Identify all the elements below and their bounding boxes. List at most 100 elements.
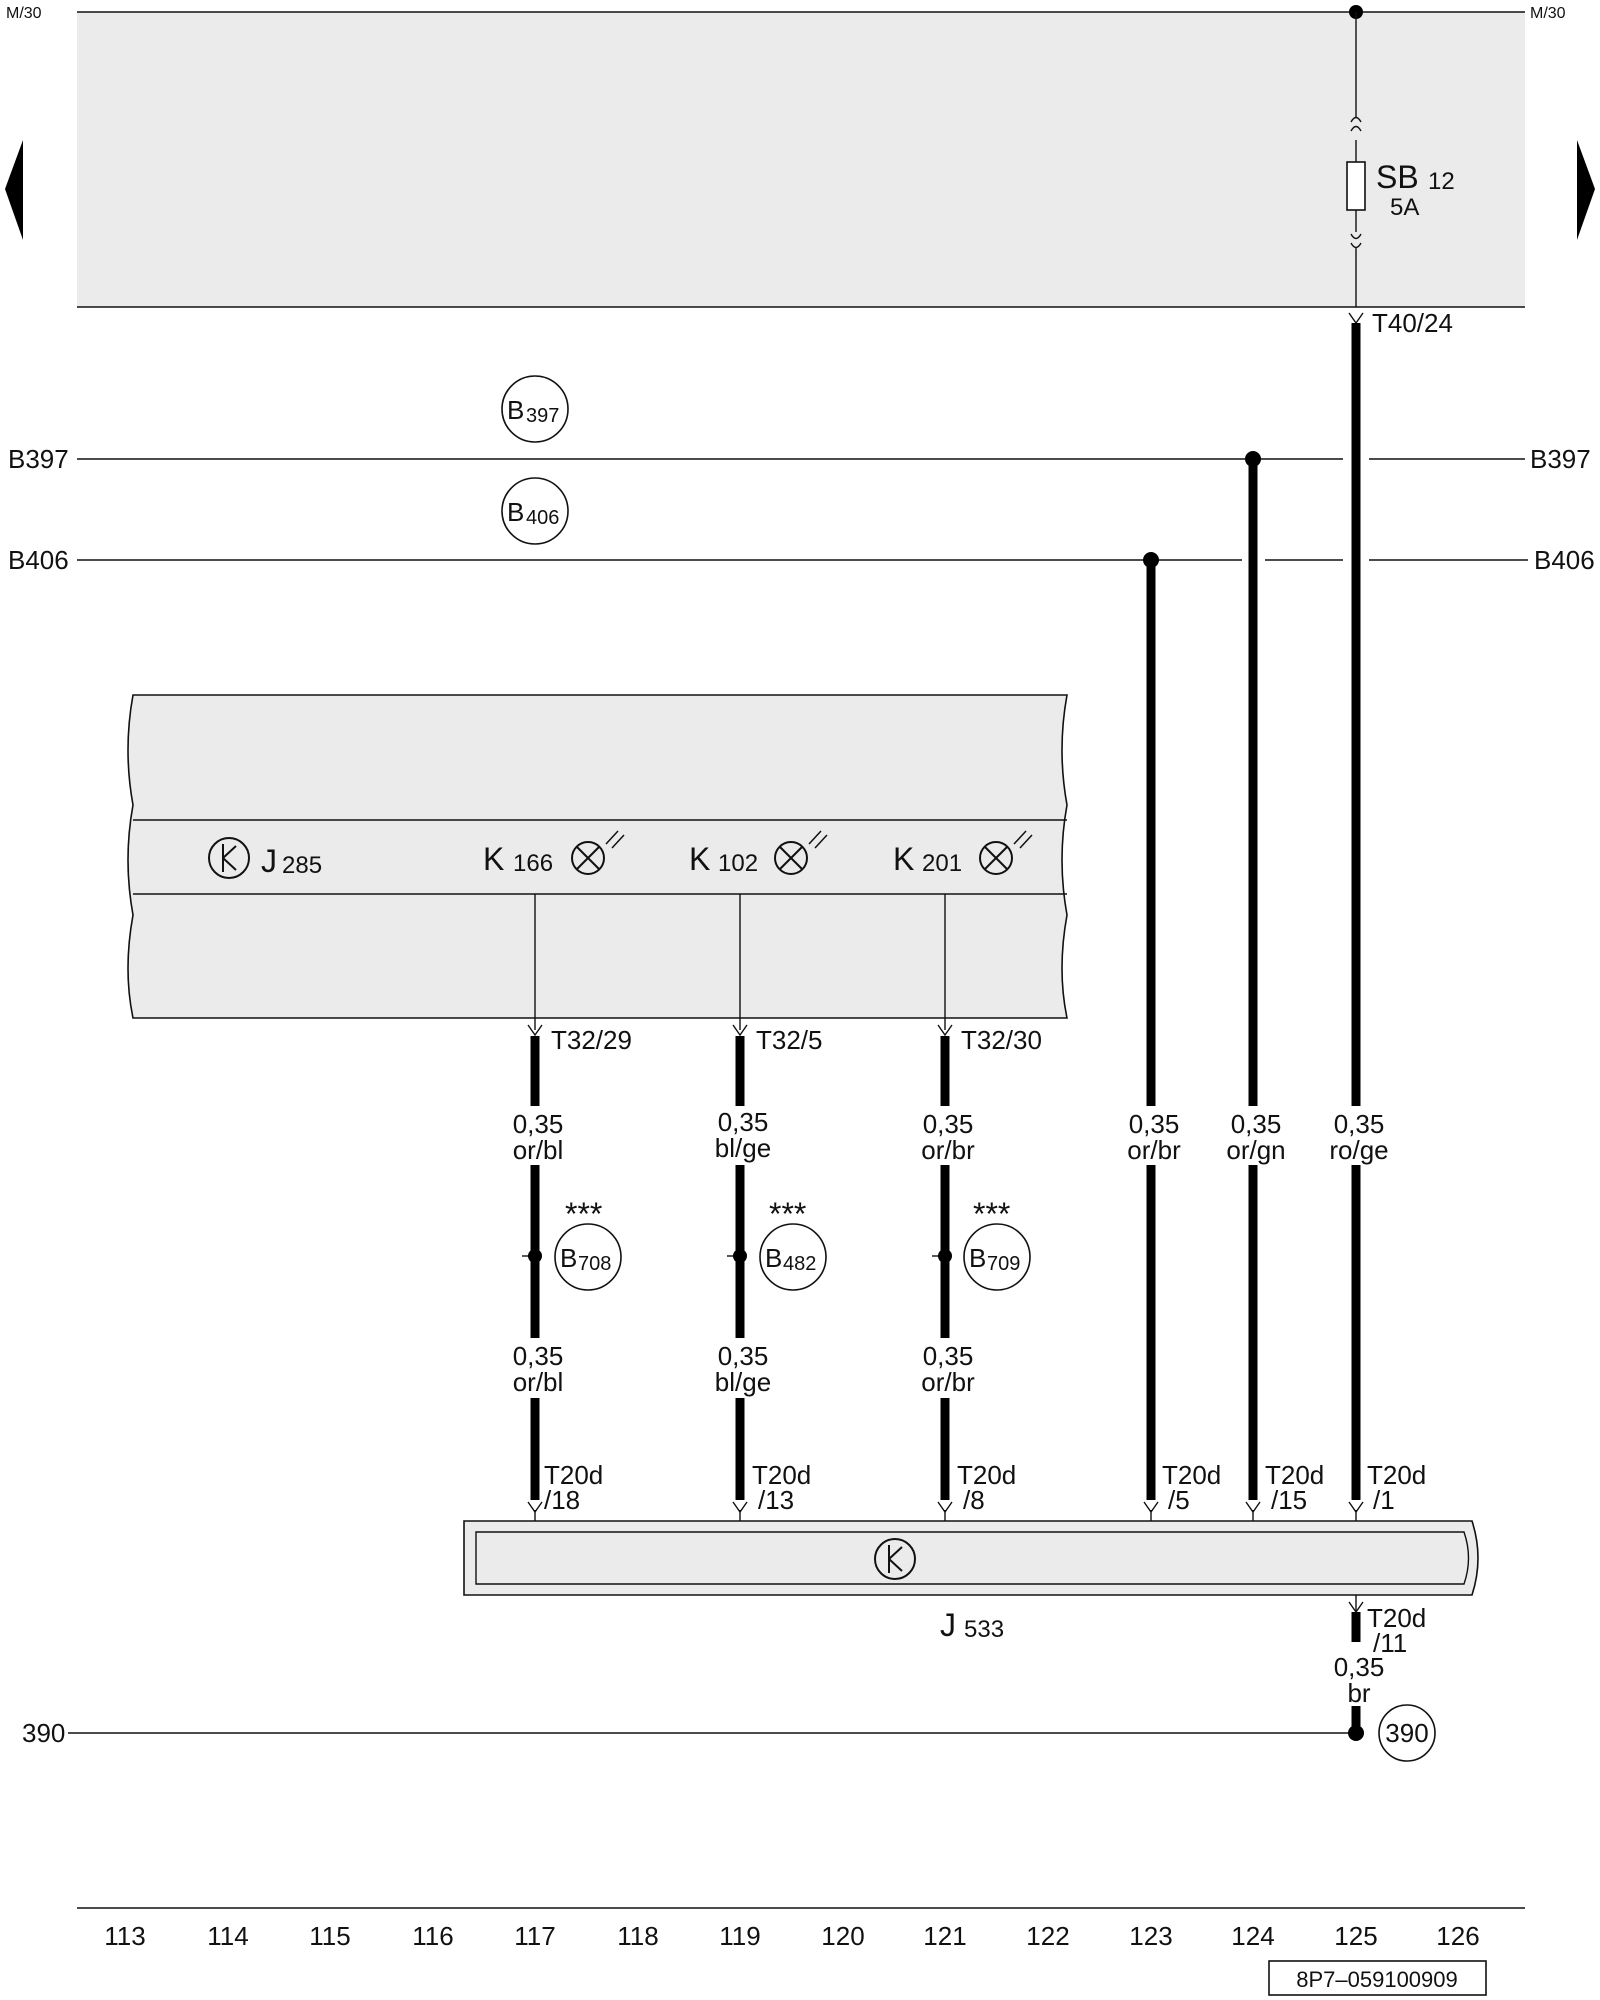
pin-t32-5: T32/5	[756, 1025, 823, 1055]
warning-lamp-icon	[571, 830, 625, 875]
wire-label-117-lower: 0,35 or/bl	[513, 1341, 564, 1397]
svg-text:or/bl: or/bl	[513, 1135, 564, 1165]
b406-left-label: B406	[8, 545, 69, 575]
svg-text:0,35: 0,35	[1334, 1109, 1385, 1139]
b397-junction-dot	[1245, 451, 1261, 467]
svg-text:T20d: T20d	[1367, 1603, 1426, 1633]
track-numbers: 113 114 115 116 117 118 119 120 121 122 …	[104, 1921, 1479, 1951]
lamp-k166: K 166	[483, 830, 625, 877]
svg-text:bl/ge: bl/ge	[715, 1367, 771, 1397]
ref-circle-b397: B 397	[501, 375, 569, 443]
m30-left-label: M/30	[6, 5, 42, 22]
svg-text:or/br: or/br	[921, 1135, 975, 1165]
wire-label-121-upper: 0,35 or/br	[921, 1109, 975, 1165]
svg-text:B: B	[507, 395, 524, 425]
wire-label-119-lower: 0,35 bl/ge	[715, 1341, 771, 1397]
svg-text:201: 201	[922, 850, 962, 877]
svg-text:/1: /1	[1373, 1485, 1395, 1515]
svg-text:ro/ge: ro/ge	[1329, 1135, 1388, 1165]
ref-circle-b406: B 406	[501, 477, 569, 545]
svg-text:102: 102	[718, 850, 758, 877]
wire-label-ground: 0,35 br	[1334, 1652, 1385, 1708]
gateway-pin-13: T20d /13	[732, 1460, 811, 1528]
track-number: 115	[309, 1921, 350, 1951]
triangle-right-icon[interactable]	[1577, 140, 1595, 240]
track-number: 117	[514, 1921, 555, 1951]
svg-text:or/gn: or/gn	[1226, 1135, 1285, 1165]
wire-label-125: 0,35 ro/ge	[1329, 1109, 1388, 1165]
svg-text:/18: /18	[544, 1485, 580, 1515]
svg-text:0,35: 0,35	[1231, 1109, 1282, 1139]
pin-arrow	[937, 1024, 953, 1037]
m30-right-label: M/30	[1530, 5, 1566, 22]
gateway-label-j533: J 533	[940, 1607, 1004, 1643]
track-number: 126	[1436, 1921, 1479, 1951]
svg-text:533: 533	[964, 1616, 1004, 1643]
track-number: 122	[1026, 1921, 1069, 1951]
fuse-name: SB	[1376, 159, 1419, 195]
wire-label-124: 0,35 or/gn	[1226, 1109, 1285, 1165]
track-number: 124	[1231, 1921, 1274, 1951]
svg-text:B: B	[507, 497, 524, 527]
svg-text:/15: /15	[1271, 1485, 1307, 1515]
svg-text:T20d: T20d	[1367, 1460, 1426, 1490]
gateway-pin-11: T20d /11	[1348, 1595, 1426, 1658]
pin-t32-29: T32/29	[551, 1025, 632, 1055]
control-unit-icon	[208, 837, 250, 879]
svg-text:K: K	[893, 841, 914, 877]
track-number: 116	[412, 1921, 453, 1951]
svg-text:J: J	[940, 1607, 956, 1643]
ground-junction-dot	[1348, 1725, 1364, 1741]
track-number: 120	[821, 1921, 864, 1951]
track-number: 121	[923, 1921, 966, 1951]
track-number: 119	[719, 1921, 760, 1951]
track-number: 113	[104, 1921, 145, 1951]
svg-text:0,35: 0,35	[923, 1341, 974, 1371]
svg-text:0,35: 0,35	[718, 1107, 769, 1137]
svg-text:T20d: T20d	[752, 1460, 811, 1490]
pin-t32-30: T32/30	[961, 1025, 1042, 1055]
svg-text:/5: /5	[1168, 1485, 1190, 1515]
svg-text:T20d: T20d	[1265, 1460, 1324, 1490]
svg-text:0,35: 0,35	[1129, 1109, 1180, 1139]
gateway-box-outer	[463, 1520, 1479, 1596]
svg-text:166: 166	[513, 850, 553, 877]
svg-text:B: B	[560, 1243, 577, 1273]
warning-lamp-icon	[979, 830, 1033, 875]
svg-text:/11: /11	[1373, 1628, 1407, 1658]
instrument-cluster-box	[127, 694, 1068, 1019]
svg-text:406: 406	[526, 507, 559, 529]
fuse-icon	[1346, 161, 1366, 211]
gateway-pin-5: T20d /5	[1143, 1460, 1221, 1528]
wire-label-121-lower: 0,35 or/br	[921, 1341, 975, 1397]
lamp-k102: K 102	[689, 830, 828, 877]
svg-text:709: 709	[987, 1253, 1020, 1275]
svg-text:390: 390	[1385, 1718, 1428, 1748]
svg-text:T20d: T20d	[1162, 1460, 1221, 1490]
svg-text:285: 285	[282, 852, 322, 879]
triangle-left-icon[interactable]	[5, 140, 23, 240]
doc-code: 8P7–059100909	[1296, 1967, 1458, 1992]
lamp-k201: K 201	[893, 830, 1033, 877]
svg-text:708: 708	[578, 1253, 611, 1275]
fuse-panel	[77, 12, 1525, 307]
svg-text:/8: /8	[963, 1485, 985, 1515]
wire-label-117-upper: 0,35 or/bl	[513, 1109, 564, 1165]
track-number: 123	[1129, 1921, 1172, 1951]
gateway-pin-15: T20d /15	[1245, 1460, 1324, 1528]
svg-text:B: B	[969, 1243, 986, 1273]
svg-text:or/br: or/br	[1127, 1135, 1181, 1165]
fuse-number: 12	[1428, 168, 1455, 195]
gateway-pin-8: T20d /8	[937, 1460, 1016, 1528]
fuse-rating: 5A	[1390, 194, 1419, 221]
b397-left-label: B397	[8, 444, 69, 474]
control-unit-j285: J 285	[208, 837, 322, 879]
connector-t40-24: T40/24	[1372, 308, 1453, 338]
svg-text:or/br: or/br	[921, 1367, 975, 1397]
svg-text:K: K	[689, 841, 710, 877]
svg-text:0,35: 0,35	[513, 1109, 564, 1139]
svg-text:/13: /13	[758, 1485, 794, 1515]
warning-lamp-icon	[774, 830, 828, 875]
ground-ref-circle-390: 390	[1378, 1704, 1436, 1762]
